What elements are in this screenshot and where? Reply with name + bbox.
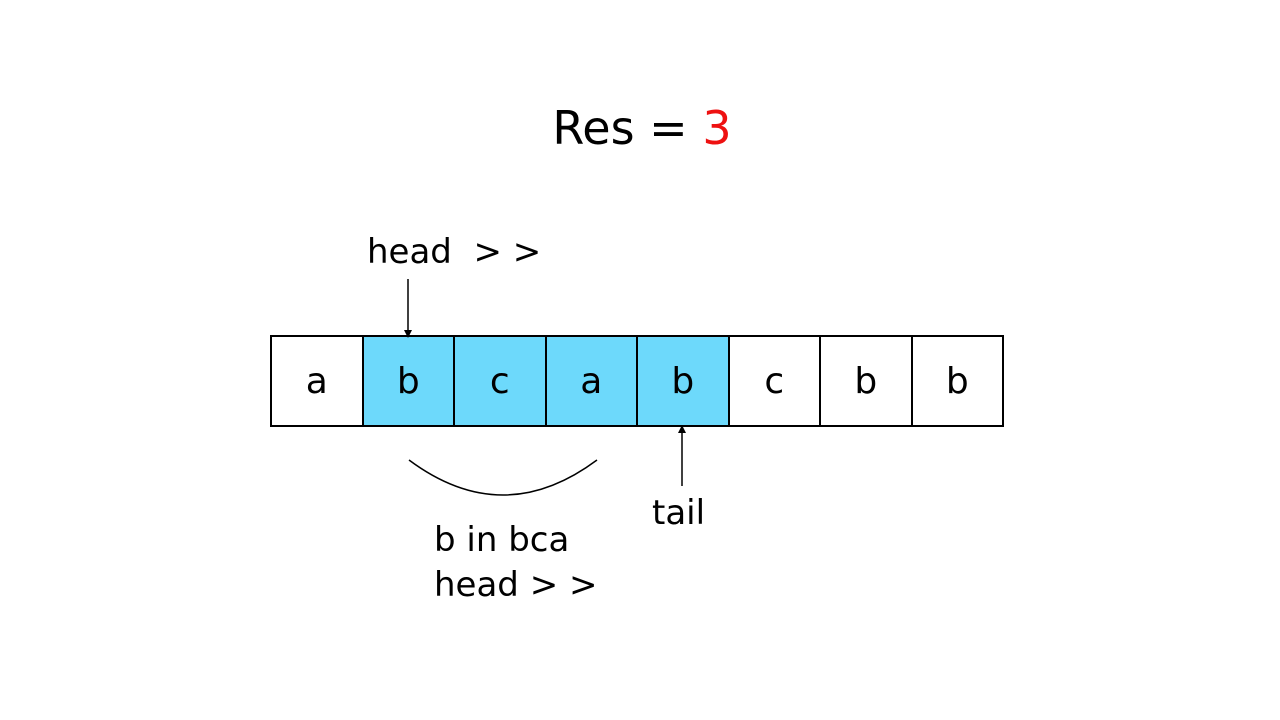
result-value: 3 — [702, 101, 732, 155]
cell-char: c — [764, 360, 785, 402]
result-prefix: Res = — [552, 101, 688, 155]
head-pointer-label: head > > — [367, 232, 542, 272]
array-cell: b — [912, 337, 1004, 425]
array-cell: b — [363, 337, 455, 425]
tail-pointer-label: tail — [652, 493, 706, 533]
array-cell: a — [272, 337, 364, 425]
cell-char: b — [854, 360, 878, 402]
cell-char: a — [580, 360, 603, 402]
cell-char: c — [489, 360, 510, 402]
result-title: Res = 3 — [0, 98, 1280, 158]
note-line-1: b in bca — [434, 520, 570, 560]
string-array: a b c a b c b b — [270, 335, 1004, 427]
array-cell: c — [729, 337, 821, 425]
array-cell: a — [546, 337, 638, 425]
cell-char: a — [305, 360, 328, 402]
cell-char: b — [945, 360, 969, 402]
array-cell: b — [821, 337, 913, 425]
window-brace — [408, 459, 598, 496]
cell-char: b — [671, 360, 695, 402]
window-note: b in bca head > > — [434, 518, 597, 608]
note-line-2: head > > — [434, 565, 598, 605]
cell-char: b — [396, 360, 420, 402]
array-cell: b — [638, 337, 730, 425]
array-cell: c — [455, 337, 547, 425]
